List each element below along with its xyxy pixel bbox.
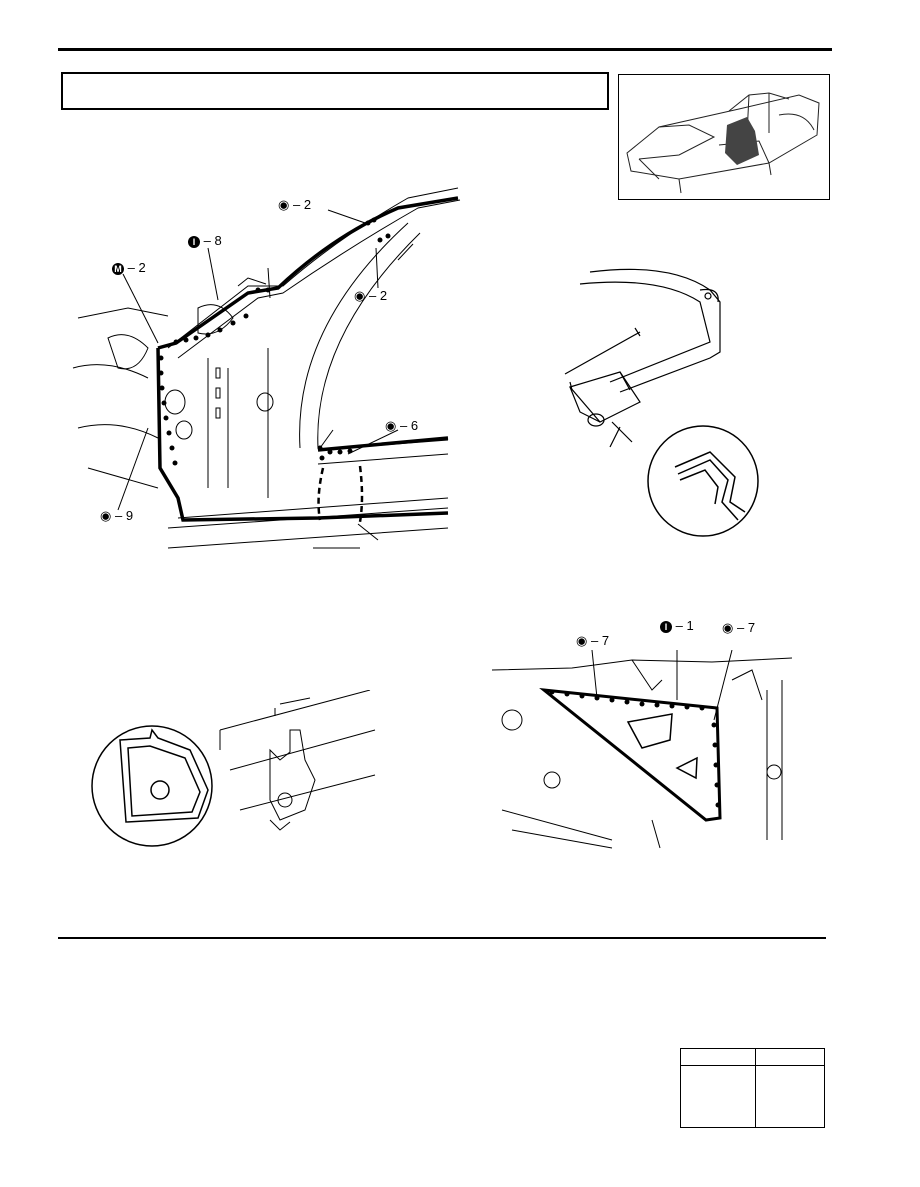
mig-weld-callout: M – 2 <box>112 260 146 275</box>
callout-count: 9 <box>125 508 134 523</box>
spot-weld-icon: ◉ <box>278 197 290 212</box>
plug-weld-callout: I – 8 <box>188 233 222 248</box>
spot-weld-callout: ◉ – 7 <box>722 620 756 635</box>
section-title-box <box>61 72 609 110</box>
spot-weld-icon: ◉ <box>722 620 734 635</box>
callout-count: 6 <box>410 418 419 433</box>
section-detail-circle <box>647 425 759 537</box>
callout-count: 1 <box>686 618 694 633</box>
rocker-section-drawing <box>91 690 376 847</box>
spot-weld-callout: ◉ – 7 <box>576 633 610 648</box>
callout-count: 2 <box>379 288 388 303</box>
callout-count: 7 <box>601 633 610 648</box>
bottom-rule <box>58 937 826 939</box>
spot-weld-callout: ◉ – 6 <box>385 418 419 433</box>
top-rule <box>58 48 832 51</box>
plug-weld-callout: I – 1 <box>660 618 694 633</box>
locator-thumbnail <box>618 74 830 200</box>
spot-weld-icon: ◉ <box>385 418 397 433</box>
spot-weld-icon: ◉ <box>576 633 588 648</box>
spot-weld-callout: ◉ – 2 <box>354 288 388 303</box>
pillar-cut-detail-drawing <box>564 268 759 537</box>
main-pillar-diagram <box>72 187 461 549</box>
spot-weld-callout: ◉ – 2 <box>278 197 312 212</box>
table-header-line <box>681 1065 824 1066</box>
plug-weld-icon: I <box>660 621 672 633</box>
callout-count: 2 <box>138 260 146 275</box>
car-body-locator-drawing <box>626 92 820 194</box>
spot-weld-icon: ◉ <box>354 288 366 303</box>
mig-weld-icon: M <box>112 263 124 275</box>
callout-count: 7 <box>747 620 756 635</box>
footer-table <box>680 1048 825 1128</box>
callout-count: 8 <box>214 233 222 248</box>
table-column-divider <box>755 1049 756 1127</box>
highlighted-part <box>725 117 759 165</box>
side-panel-gusset-drawing <box>492 650 792 849</box>
plug-weld-icon: I <box>188 236 200 248</box>
spot-weld-callout: ◉ – 9 <box>100 508 134 523</box>
spot-weld-icon: ◉ <box>100 508 112 523</box>
callout-count: 2 <box>303 197 312 212</box>
